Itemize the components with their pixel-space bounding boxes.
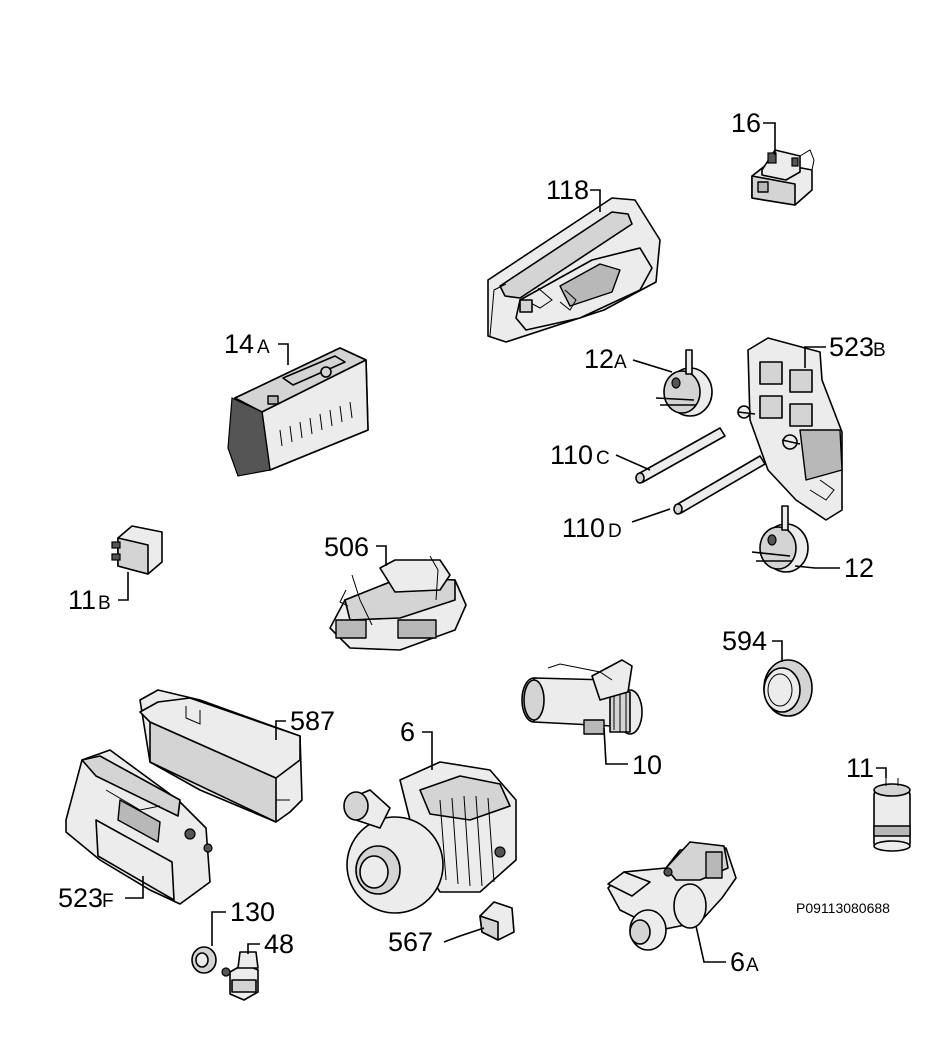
- part-523b-support-bracket: [737, 337, 843, 521]
- label-110c: 110 C: [550, 440, 651, 471]
- svg-text:D: D: [608, 521, 622, 542]
- svg-text:A: A: [614, 352, 627, 373]
- svg-text:A: A: [257, 337, 270, 358]
- svg-text:6: 6: [730, 947, 745, 977]
- part-48-plug: [221, 951, 259, 1001]
- part-11-capacitor: [873, 778, 911, 852]
- svg-text:523: 523: [829, 332, 874, 362]
- part-130-gasket: [191, 946, 217, 974]
- part-118-dispenser: [487, 197, 661, 343]
- part-6-circulation-pump: [343, 761, 517, 914]
- part-12-pressure-switch: [751, 505, 809, 573]
- part-11b-relay: [111, 525, 163, 575]
- label-523f: 523 F: [58, 876, 144, 913]
- svg-text:12: 12: [844, 553, 874, 583]
- svg-text:587: 587: [290, 706, 335, 736]
- label-523b: 523 B: [804, 332, 886, 368]
- svg-text:6: 6: [400, 717, 415, 747]
- svg-text:C: C: [596, 448, 610, 469]
- part-567-clip: [479, 901, 515, 941]
- part-12a-pressure-switch: [655, 349, 713, 417]
- label-12: 12: [794, 553, 874, 583]
- label-587: 587: [275, 706, 335, 740]
- label-10: 10: [603, 727, 662, 780]
- label-11b: 11 B: [68, 572, 129, 615]
- part-506-heater: [329, 555, 467, 651]
- svg-text:16: 16: [731, 108, 761, 138]
- label-14a: 14 A: [224, 329, 289, 365]
- label-48: 48: [247, 929, 294, 959]
- svg-text:11: 11: [68, 585, 96, 615]
- svg-text:594: 594: [722, 626, 767, 656]
- svg-text:567: 567: [388, 927, 433, 957]
- part-10-fitting: [521, 659, 643, 735]
- part-16-relay: [751, 149, 815, 206]
- svg-text:130: 130: [230, 897, 275, 927]
- svg-text:118: 118: [546, 175, 589, 205]
- svg-text:523: 523: [58, 883, 103, 913]
- svg-text:B: B: [98, 593, 111, 614]
- label-130: 130: [211, 897, 275, 946]
- svg-text:110: 110: [550, 440, 593, 470]
- label-506: 506: [324, 532, 387, 566]
- part-110d-tube: [673, 455, 766, 515]
- part-587-cover: [139, 689, 303, 823]
- svg-text:48: 48: [264, 929, 294, 959]
- label-110d: 110 D: [562, 508, 671, 543]
- label-16: 16: [731, 108, 776, 155]
- diagram-code: P09113080688: [796, 900, 890, 916]
- svg-text:A: A: [746, 955, 759, 976]
- label-567: 567: [388, 927, 485, 957]
- svg-text:110: 110: [562, 513, 605, 543]
- label-118: 118: [546, 175, 601, 212]
- label-6a: 6 A: [695, 925, 759, 977]
- svg-text:10: 10: [632, 750, 662, 780]
- part-523f-support: [65, 749, 213, 905]
- part-14a-electronic-module: [227, 347, 369, 477]
- label-11: 11: [846, 753, 887, 783]
- label-6: 6: [400, 717, 433, 770]
- svg-text:11: 11: [846, 753, 874, 783]
- label-594: 594: [722, 626, 783, 662]
- svg-text:F: F: [102, 891, 114, 912]
- svg-text:12: 12: [584, 344, 614, 374]
- label-12a: 12 A: [584, 344, 673, 374]
- svg-text:506: 506: [324, 532, 369, 562]
- part-6a-drain-pump: [607, 841, 737, 951]
- part-110c-tube: [635, 427, 726, 484]
- svg-text:B: B: [873, 340, 886, 361]
- part-594-seal: [763, 659, 813, 717]
- svg-text:14: 14: [224, 329, 254, 359]
